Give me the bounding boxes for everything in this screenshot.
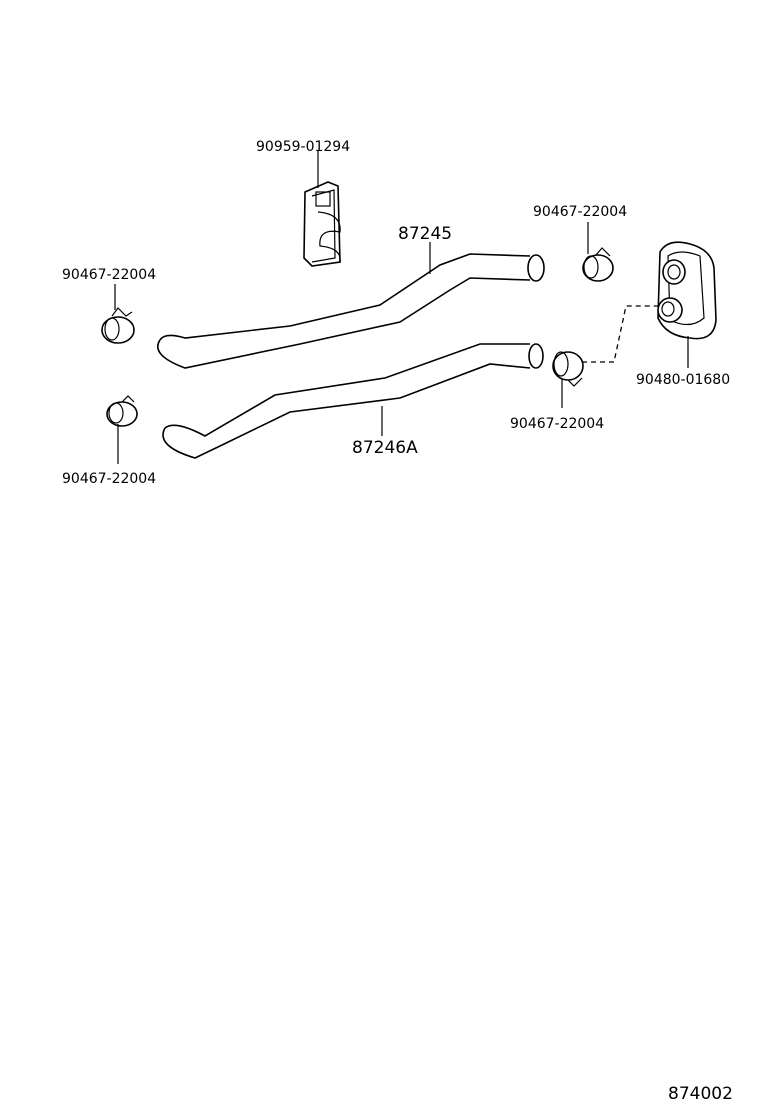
clamp-lower-left xyxy=(106,395,138,464)
label-clamp-upper-right: 90467-22004 xyxy=(533,204,627,220)
figure-number: 874002 xyxy=(668,1084,733,1104)
label-hose-lower: 87246A xyxy=(352,438,418,458)
clamp-holder-90959-01294 xyxy=(303,150,341,267)
clamp-upper-right xyxy=(582,222,614,282)
label-clamp-lower-left: 90467-22004 xyxy=(62,471,156,487)
hose-87245 xyxy=(157,253,545,369)
label-clamp-holder: 90959-01294 xyxy=(256,139,350,155)
clamp-lower-right xyxy=(552,351,584,408)
label-clamp-lower-right: 90467-22004 xyxy=(510,416,604,432)
grommet-90480-01680 xyxy=(657,241,717,368)
connection-dashed-line xyxy=(582,305,662,363)
label-grommet: 90480-01680 xyxy=(636,372,730,388)
clamp-upper-left xyxy=(101,284,135,344)
label-clamp-upper-left: 90467-22004 xyxy=(62,267,156,283)
hose-87246a xyxy=(162,343,544,459)
label-hose-upper: 87245 xyxy=(398,224,452,244)
